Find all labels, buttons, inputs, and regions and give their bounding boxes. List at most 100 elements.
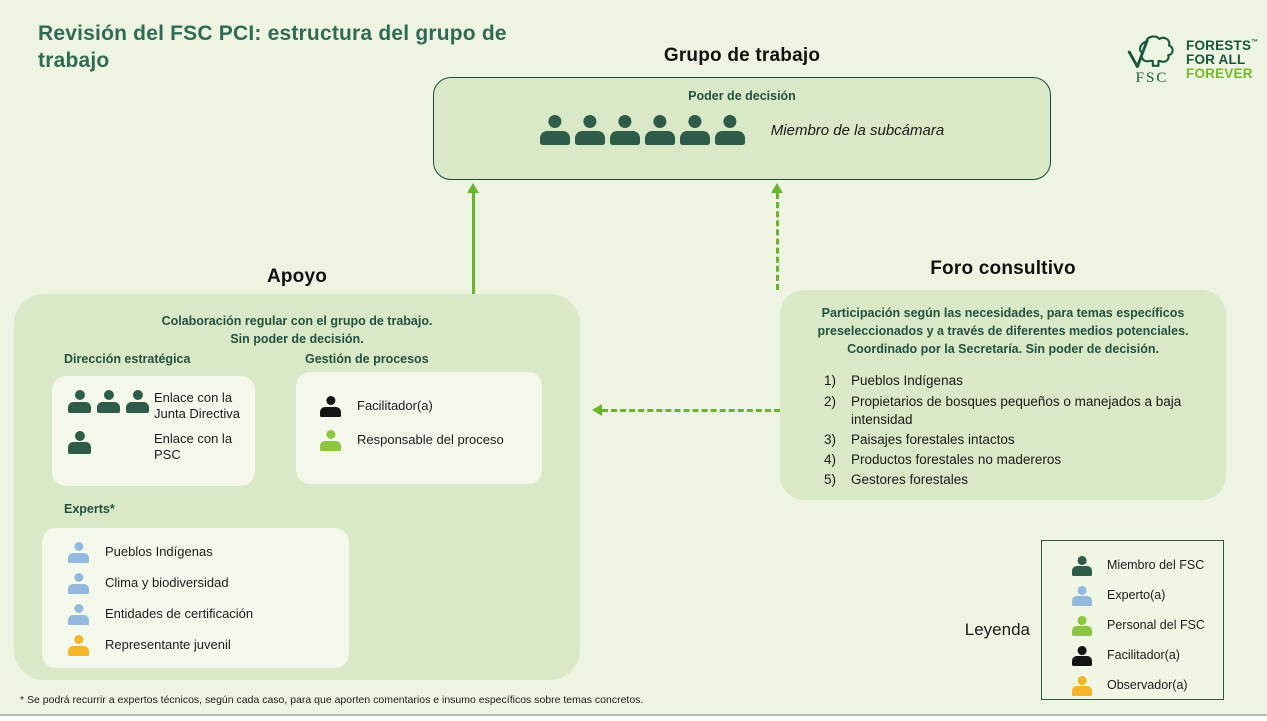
item-label: Productos forestales no madereros (851, 452, 1062, 468)
slogan-line3: FOREVER (1186, 66, 1253, 82)
foro-list-item: 4) Productos forestales no madereros (824, 451, 1206, 469)
footnote: * Se podrá recurrir a expertos técnicos,… (20, 694, 644, 706)
process-owner-label: Responsable del proceso (357, 432, 504, 448)
person-fsc-staff-icon (320, 430, 341, 451)
page-title: Revisión del FSC PCI: estructura del gru… (38, 22, 507, 73)
item-label: Propietarios de bosques pequeños o manej… (851, 393, 1182, 427)
apoyo-heading: Apoyo (266, 266, 328, 287)
item-number: 4) (824, 452, 837, 468)
legend-item-label: Miembro del FSC (1107, 558, 1205, 573)
foro-list-item: 5) Gestores forestales (824, 471, 1206, 489)
arrow-dashed-line (602, 408, 780, 412)
person-observer-icon (68, 635, 89, 656)
legend-item-label: Personal del FSC (1107, 618, 1205, 633)
fsc-checkmark-tree-icon: FSC (1126, 30, 1178, 87)
legend-item-label: Experto(a) (1107, 588, 1166, 603)
item-number: 2) (824, 393, 837, 409)
person-fsc-member-icon (644, 115, 675, 145)
member-icons (539, 115, 745, 145)
legend-item: Miembro del FSC (1072, 556, 1213, 576)
strategic-direction-heading: Dirección estratégica (64, 352, 191, 366)
item-number: 5) (824, 472, 837, 488)
arrowhead-up (467, 183, 479, 193)
strategic-item: Enlace con la PSC (68, 430, 245, 464)
apoyo-description-line1: Colaboración regular con el grupo de tra… (161, 314, 433, 328)
board-liaison-label: Enlace con la Junta Directiva (154, 390, 240, 422)
arrow-foro-to-apoyo (592, 403, 780, 417)
legend-item: Personal del FSC (1072, 616, 1213, 636)
apoyo-box: Colaboración regular con el grupo de tra… (14, 294, 580, 680)
person-fsc-member-icon (679, 115, 710, 145)
working-group-box: Poder de decisión Miembro de la subcámar… (433, 77, 1051, 180)
legend-item-label: Facilitador(a) (1107, 648, 1180, 663)
person-observer-icon (1072, 676, 1092, 696)
expert-label: Pueblos Indígenas (105, 544, 213, 560)
apoyo-description-line2: Sin poder de decisión. (230, 332, 364, 347)
arrowhead-left (592, 404, 602, 416)
legend-item: Experto(a) (1072, 586, 1213, 606)
foro-heading: Foro consultivo (930, 258, 1076, 279)
foro-list-item: 2) Propietarios de bosques pequeños o ma… (824, 393, 1206, 429)
person-facilitator-icon (320, 396, 341, 417)
working-group-heading: Grupo de trabajo (663, 45, 821, 66)
item-number: 1) (824, 373, 837, 389)
foro-description: Participación según las necesidades, par… (817, 306, 1189, 357)
expert-item: Representante juvenil (68, 635, 339, 656)
foro-list-item: 3) Paisajes forestales intactos (824, 431, 1206, 449)
person-expert-icon (68, 604, 89, 625)
process-management-box: Facilitador(a) Responsable del proceso (296, 372, 542, 484)
foro-list-item: 1) Pueblos Indígenas (824, 372, 1206, 390)
apoyo-description: Colaboración regular con el grupo de tra… (14, 294, 580, 348)
working-group-members-row: Miembro de la subcámara (434, 115, 1050, 145)
expert-item: Entidades de certificación (68, 604, 339, 625)
person-facilitator-icon (1072, 646, 1092, 666)
person-fsc-staff-icon (1072, 616, 1092, 636)
fsc-logo-text: FSC (1135, 70, 1169, 86)
item-number: 3) (824, 432, 837, 448)
expert-label: Clima y biodiversidad (105, 575, 229, 591)
process-item: Facilitador(a) (320, 396, 532, 417)
strategic-item: Enlace con la Junta Directiva (68, 390, 245, 423)
experts-heading: Experts* (64, 502, 115, 516)
expert-item: Clima y biodiversidad (68, 573, 339, 594)
legend-label: Leyenda (964, 620, 1030, 639)
item-label: Gestores forestales (851, 472, 969, 488)
youth-representative-label: Representante juvenil (105, 637, 231, 653)
subchamber-member-label: Miembro de la subcámara (770, 121, 945, 139)
experts-box: Pueblos Indígenas Clima y biodiversidad … (42, 528, 349, 668)
person-fsc-member-icon (714, 115, 745, 145)
legend-box: Miembro del FSC Experto(a) Personal del … (1041, 540, 1224, 700)
trademark-symbol: ™ (1251, 39, 1259, 46)
item-label: Pueblos Indígenas (851, 373, 963, 389)
facilitator-label: Facilitador(a) (357, 398, 433, 414)
arrowhead-up (771, 183, 783, 193)
bottom-divider (0, 714, 1267, 716)
psc-liaison-label: Enlace con la PSC (154, 430, 233, 462)
item-label: Paisajes forestales intactos (851, 432, 1015, 448)
person-fsc-member-icon (539, 115, 570, 145)
arrow-foro-to-working-group (770, 183, 784, 290)
person-fsc-member-icon (1072, 556, 1092, 576)
fsc-logo: FSC FORESTS™ FOR ALL FOREVER (1126, 30, 1258, 87)
arrow-apoyo-to-working-group (466, 183, 480, 294)
legend-item: Observador(a) (1072, 676, 1213, 696)
slogan-line1: FORESTS (1186, 38, 1252, 53)
fsc-slogan: FORESTS™ FOR ALL FOREVER (1186, 30, 1258, 82)
strategic-direction-box: Enlace con la Junta Directiva Enlace con… (52, 376, 255, 486)
legend-item-label: Observador(a) (1107, 678, 1188, 693)
person-fsc-member-icon (574, 115, 605, 145)
psc-liaison-icons (68, 430, 154, 454)
decision-power-label: Poder de decisión (688, 89, 796, 103)
person-expert-icon (1072, 586, 1092, 606)
person-fsc-member-icon (68, 430, 91, 454)
arrow-dashed-line (775, 193, 779, 290)
foro-list: 1) Pueblos Indígenas 2) Propietarios de … (800, 372, 1206, 489)
person-expert-icon (68, 542, 89, 563)
person-fsc-member-icon (609, 115, 640, 145)
person-fsc-member-icon (126, 390, 149, 413)
expert-label: Entidades de certificación (105, 606, 254, 622)
person-fsc-member-icon (68, 390, 91, 413)
arrow-line (471, 193, 475, 294)
slogan-line2: FOR ALL (1186, 52, 1246, 68)
